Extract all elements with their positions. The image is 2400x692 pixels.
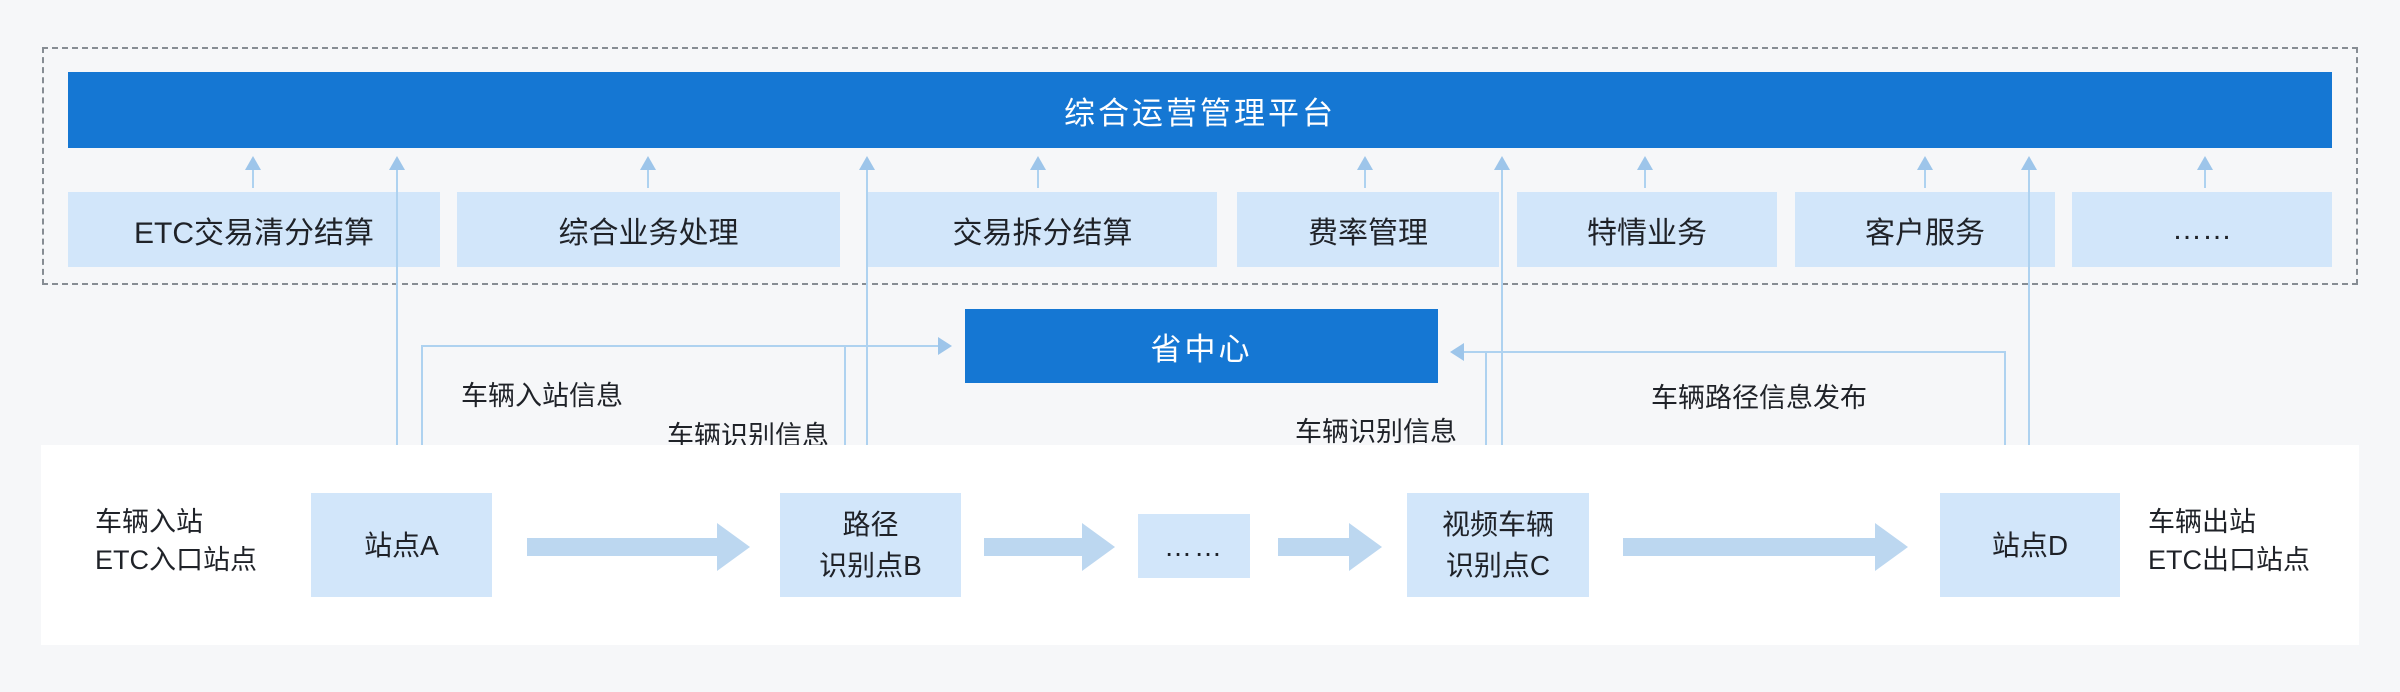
flow-node-label: 站点D xyxy=(1991,529,2069,561)
module-box-rate-mgmt: 费率管理 xyxy=(1237,192,1499,267)
platform-dashed-frame xyxy=(42,47,2358,285)
connector-point-c-up xyxy=(1485,352,1487,493)
flow-node-label: 路径 xyxy=(842,509,899,540)
up-arrow-stem xyxy=(1924,170,1926,188)
entry-note: 车辆入站 ETC入口站点 xyxy=(95,503,257,579)
up-arrow-stem xyxy=(2204,170,2206,188)
up-arrow-icon xyxy=(640,156,656,170)
label-vehicle-id-info-right: 车辆识别信息 xyxy=(1295,417,1457,447)
flow-node-label: 识别点B xyxy=(819,550,922,581)
province-center-label: 省中心 xyxy=(1150,331,1253,367)
up-arrow-icon xyxy=(1030,156,1046,170)
entry-note-line1: 车辆入站 xyxy=(95,507,203,537)
province-center-box: 省中心 xyxy=(965,309,1438,383)
left-arrow-icon xyxy=(1450,343,1464,361)
exit-note: 车辆出站 ETC出口站点 xyxy=(2148,503,2310,579)
flow-node-label: …… xyxy=(1164,530,1224,562)
up-arrow-icon xyxy=(389,156,405,170)
flow-node-ellipsis: …… xyxy=(1138,514,1250,578)
module-box-business: 综合业务处理 xyxy=(457,192,840,267)
connector-station-a-up xyxy=(421,346,423,493)
up-arrow-icon xyxy=(1494,156,1510,170)
connector-point-b-to-platform xyxy=(866,170,868,493)
module-label: 综合业务处理 xyxy=(558,216,739,250)
up-arrow-stem xyxy=(1364,170,1366,188)
flow-arrow-icon xyxy=(527,523,750,571)
flow-node-video-point-c: 视频车辆 识别点C xyxy=(1407,493,1589,597)
connector-station-d-to-platform xyxy=(2028,170,2030,493)
module-box-split-settle: 交易拆分结算 xyxy=(868,192,1217,267)
up-arrow-icon xyxy=(1917,156,1933,170)
exit-note-line1: 车辆出站 xyxy=(2148,507,2256,537)
flow-arrow-icon xyxy=(1278,523,1382,571)
up-arrow-stem xyxy=(1644,170,1646,188)
module-label: …… xyxy=(2172,212,2232,246)
label-vehicle-entry-info: 车辆入站信息 xyxy=(461,381,623,411)
up-arrow-icon xyxy=(2021,156,2037,170)
up-arrow-stem xyxy=(647,170,649,188)
up-arrow-icon xyxy=(1357,156,1373,170)
up-arrow-stem xyxy=(252,170,254,188)
platform-bar: 综合运营管理平台 xyxy=(68,72,2332,148)
connector-to-province-center-right xyxy=(1464,351,2006,353)
flow-node-path-point-b: 路径 识别点B xyxy=(780,493,961,597)
module-label: 客户服务 xyxy=(1865,216,1985,250)
up-arrow-icon xyxy=(2197,156,2213,170)
module-box-more: …… xyxy=(2072,192,2332,267)
module-box-special-cases: 特情业务 xyxy=(1517,192,1777,267)
flow-arrow-icon xyxy=(1623,523,1908,571)
module-label: 费率管理 xyxy=(1308,216,1428,250)
connector-station-a-to-platform xyxy=(396,170,398,493)
module-box-customer-svc: 客户服务 xyxy=(1795,192,2055,267)
connector-point-b-up xyxy=(844,346,846,493)
module-label: 特情业务 xyxy=(1587,216,1707,250)
entry-note-line2: ETC入口站点 xyxy=(95,545,257,575)
flow-arrow-icon xyxy=(984,523,1115,571)
up-arrow-icon xyxy=(859,156,875,170)
module-label: 交易拆分结算 xyxy=(952,216,1133,250)
label-vehicle-path-publish: 车辆路径信息发布 xyxy=(1651,383,1867,413)
module-box-etc-clearing: ETC交易清分结算 xyxy=(68,192,440,267)
up-arrow-icon xyxy=(1637,156,1653,170)
connector-to-province-center-left xyxy=(421,345,938,347)
platform-title: 综合运营管理平台 xyxy=(1064,95,1336,131)
connector-point-c-to-platform xyxy=(1501,170,1503,493)
flow-node-station-a: 站点A xyxy=(311,493,492,597)
flow-node-label: 站点A xyxy=(364,529,439,561)
connector-station-d-up xyxy=(2004,352,2006,493)
right-arrow-icon xyxy=(938,337,952,355)
exit-note-line2: ETC出口站点 xyxy=(2148,545,2310,575)
flow-node-label: 识别点C xyxy=(1445,550,1551,581)
up-arrow-stem xyxy=(1037,170,1039,188)
flow-node-label: 视频车辆 xyxy=(1441,509,1554,540)
up-arrow-icon xyxy=(245,156,261,170)
flow-node-station-d: 站点D xyxy=(1940,493,2120,597)
module-label: ETC交易清分结算 xyxy=(134,216,374,250)
